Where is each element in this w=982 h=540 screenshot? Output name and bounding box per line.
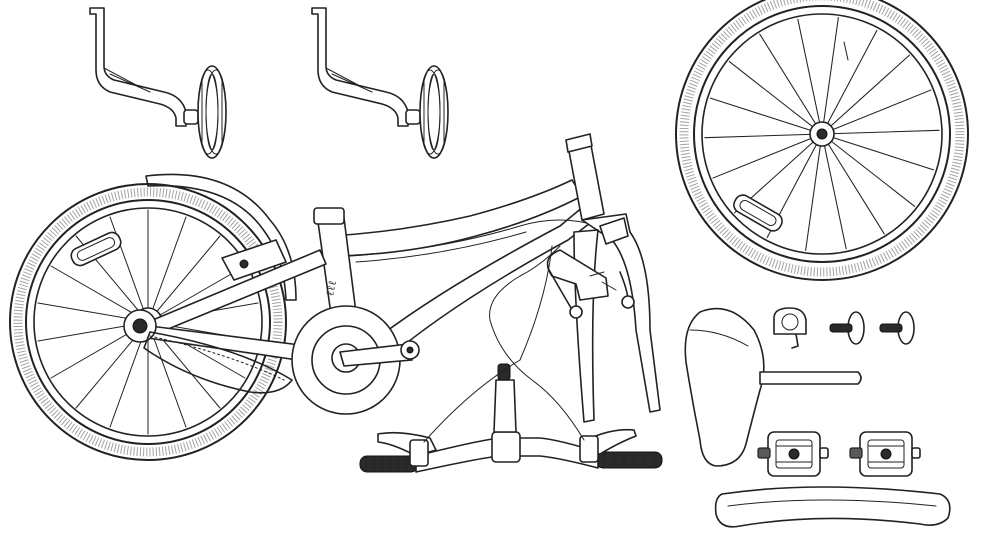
front-fender: [714, 486, 951, 528]
saddle: [684, 307, 765, 467]
training-wheel-right: [311, 7, 449, 159]
frame-decal: ℓℓℓ: [323, 279, 339, 297]
seat-post: [759, 371, 862, 385]
pedal-left: [757, 431, 829, 477]
training-wheel-left: [89, 7, 227, 159]
frame: ℓℓℓ: [123, 133, 605, 373]
valve-cap-2: [879, 311, 915, 345]
chain-guard: [143, 305, 420, 415]
front-wheel: [675, 0, 969, 281]
pedal-right: [849, 431, 921, 477]
valve-cap-1: [829, 311, 865, 345]
rear-fender: [145, 173, 297, 301]
fork: [546, 213, 661, 423]
handlebar: [359, 245, 663, 473]
bell: [773, 307, 807, 349]
